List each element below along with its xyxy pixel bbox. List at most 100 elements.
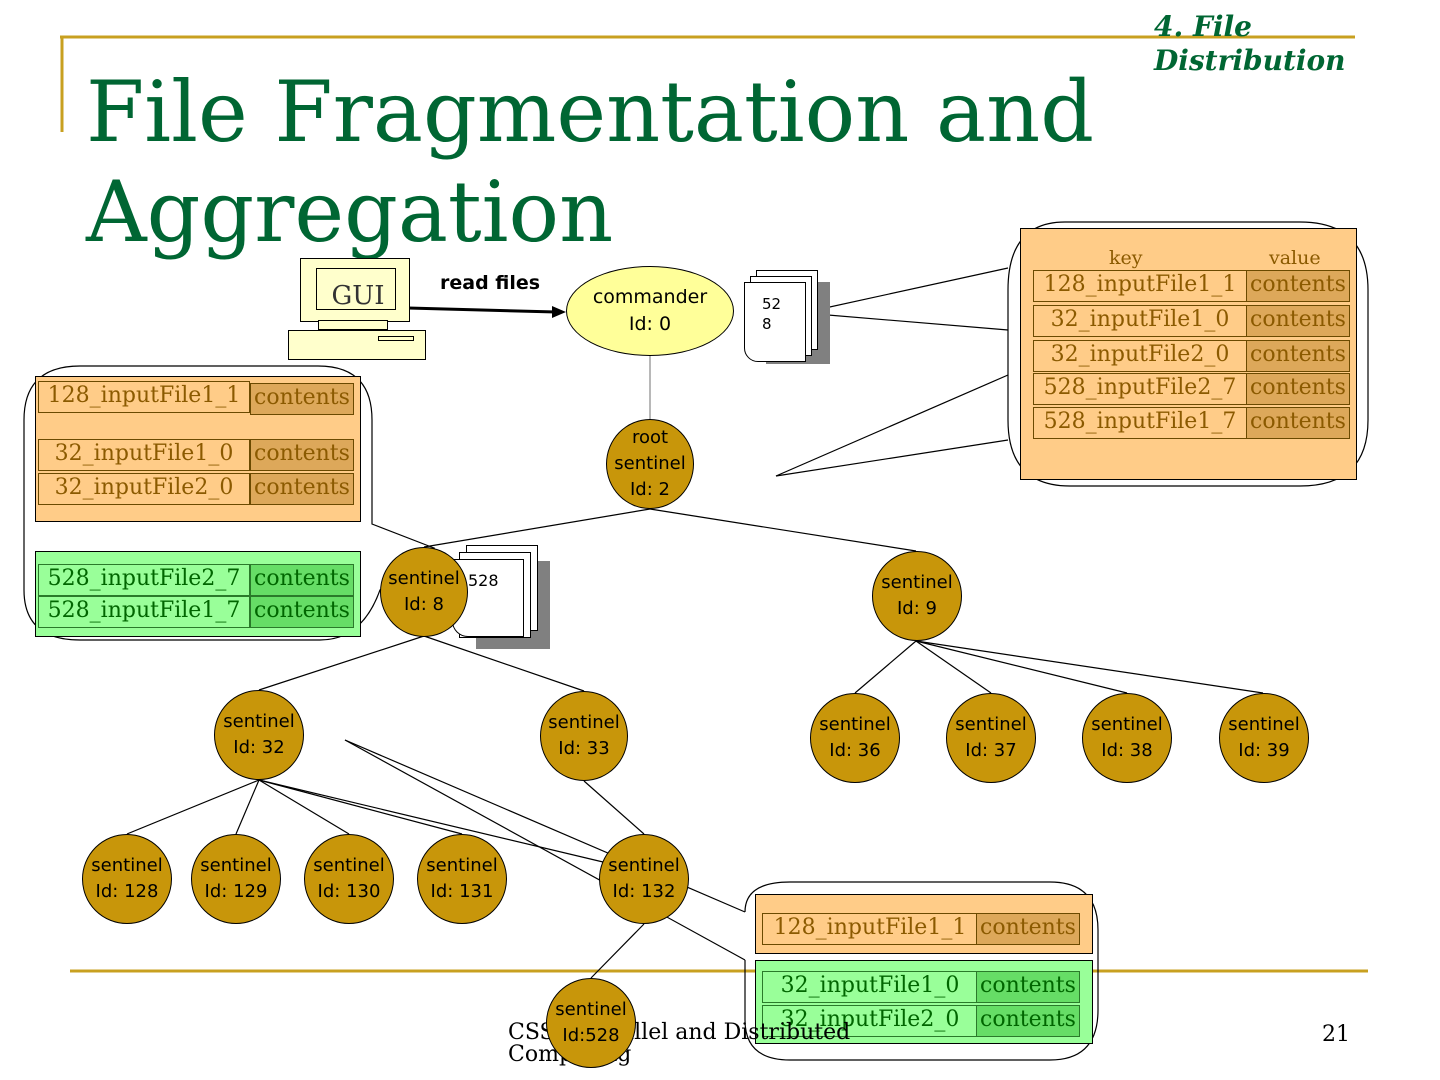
gui-label: GUI <box>331 281 385 311</box>
node-label: sentinel <box>1228 714 1300 735</box>
table-key: 128_inputFile1_1 <box>762 913 978 945</box>
table-key: 32_inputFile1_0 <box>38 439 250 471</box>
file-stack-label: 528 <box>762 295 782 333</box>
computer-icon: GUI <box>288 258 426 360</box>
node-label: sentinel <box>548 712 620 733</box>
node-label: sentinel <box>200 855 272 876</box>
table-key: 528_inputFile2_7 <box>38 564 250 596</box>
table-key: 528_inputFile1_7 <box>1033 407 1247 439</box>
table-key: 32_inputFile2_0 <box>762 1005 978 1037</box>
edge-s32-s128 <box>126 779 260 835</box>
table-key: 32_inputFile1_0 <box>1033 305 1247 337</box>
node-id: Id:528 <box>562 1025 620 1046</box>
edge-root-s9 <box>649 508 917 552</box>
root-sentinel-node[interactable]: root sentinel Id: 2 <box>606 419 694 509</box>
commander-name: commander <box>592 286 708 308</box>
node-id: Id: 129 <box>204 881 268 902</box>
node-id: Id: 130 <box>317 881 381 902</box>
sentinel-node-128[interactable]: sentinel Id: 128 <box>82 834 172 924</box>
sentinel-node-33[interactable]: sentinel Id: 33 <box>540 691 628 781</box>
table-value: contents <box>1246 340 1350 372</box>
node-label: sentinel <box>388 568 460 589</box>
edge-root-s8 <box>423 508 651 548</box>
bottom-green-table: 32_inputFile1_0 contents 32_inputFile2_0… <box>755 960 1093 1044</box>
node-label: sentinel <box>91 855 163 876</box>
section-label: 4. File Distribution <box>1154 10 1346 77</box>
table-key: 32_inputFile2_0 <box>1033 340 1247 372</box>
left-orange-table: 128_inputFile1_1 contents 32_inputFile1_… <box>35 376 361 522</box>
node-label: sentinel <box>1091 714 1163 735</box>
sentinel-node-36[interactable]: sentinel Id: 36 <box>810 693 900 783</box>
commander-callout <box>775 221 1369 487</box>
table-key: 528_inputFile2_7 <box>1033 373 1247 405</box>
node-label: sentinel <box>955 714 1027 735</box>
sentinel-node-132[interactable]: sentinel Id: 132 <box>599 834 689 924</box>
edge-s132-s528 <box>590 923 645 979</box>
edge-s8-s33 <box>423 635 585 692</box>
table-value: contents <box>250 473 354 505</box>
sentinel-node-528[interactable]: sentinel Id:528 <box>546 978 636 1068</box>
sentinel-node-129[interactable]: sentinel Id: 129 <box>191 834 281 924</box>
table-value: contents <box>250 564 354 596</box>
table-value: contents <box>1246 373 1350 405</box>
tree-edges <box>126 508 1264 979</box>
sentinel-node-9[interactable]: sentinel Id: 9 <box>872 551 962 641</box>
node-label: sentinel <box>313 855 385 876</box>
edge-s32-s132 <box>258 779 604 863</box>
table-key: 32_inputFile1_0 <box>762 971 978 1003</box>
node-label: sentinel <box>819 714 891 735</box>
slide-title: File Fragmentation and Aggregation <box>86 63 1094 261</box>
edge-s9-s38 <box>915 640 1128 694</box>
node-id: Id: 33 <box>558 738 610 759</box>
edge-s32-s129 <box>235 779 260 835</box>
sentinel-node-130[interactable]: sentinel Id: 130 <box>304 834 394 924</box>
read-files-label: read files <box>440 272 541 294</box>
node-id: Id: 2 <box>630 479 670 500</box>
node-label: sentinel <box>614 453 686 474</box>
value-header: value <box>1269 247 1321 269</box>
table-value: contents <box>976 913 1080 945</box>
node-label: root <box>631 427 669 448</box>
sentinel-node-39[interactable]: sentinel Id: 39 <box>1219 693 1309 783</box>
edge-s32-s131 <box>258 779 463 835</box>
table-value: contents <box>1246 305 1350 337</box>
node-label: sentinel <box>555 999 627 1020</box>
edge-s33-s132 <box>583 780 645 835</box>
table-value: contents <box>250 596 354 628</box>
table-value: contents <box>250 439 354 471</box>
table-key: 32_inputFile2_0 <box>38 473 250 505</box>
table-value: contents <box>250 383 354 415</box>
node-id: Id: 9 <box>897 598 937 619</box>
table-value: contents <box>1246 407 1350 439</box>
table-value: contents <box>976 1005 1080 1037</box>
sentinel-node-32[interactable]: sentinel Id: 32 <box>214 690 304 780</box>
table-key: 128_inputFile1_1 <box>1033 270 1247 302</box>
sentinel-node-37[interactable]: sentinel Id: 37 <box>946 693 1036 783</box>
file-stack-label: 528 <box>468 571 499 590</box>
table-key: 128_inputFile1_1 <box>38 381 250 413</box>
node-id: Id: 37 <box>965 740 1017 761</box>
sentinel-node-8[interactable]: sentinel Id: 8 <box>380 547 468 637</box>
edge-s8-s32 <box>258 635 425 691</box>
table-value: contents <box>1246 270 1350 302</box>
edge-s9-s37 <box>915 640 992 694</box>
table-value: contents <box>976 971 1080 1003</box>
sentinel-node-38[interactable]: sentinel Id: 38 <box>1082 693 1172 783</box>
node-label: sentinel <box>223 711 295 732</box>
edge-s9-s39 <box>915 640 1264 694</box>
commander-id: Id: 0 <box>628 313 672 335</box>
node-label: sentinel <box>881 572 953 593</box>
node-id: Id: 39 <box>1238 740 1290 761</box>
commander-file-table: key value 128_inputFile1_1 contents 32_i… <box>1020 228 1357 480</box>
sentinel-node-131[interactable]: sentinel Id: 131 <box>417 834 507 924</box>
node-label: sentinel <box>608 855 680 876</box>
file-stack-commander: 528 <box>744 268 834 368</box>
arrow-head <box>552 306 566 318</box>
node-id: Id: 32 <box>233 737 285 758</box>
node-id: Id: 131 <box>430 881 494 902</box>
table-key: 528_inputFile1_7 <box>38 596 250 628</box>
file-stack-sentinel8: 528 <box>452 545 552 651</box>
commander-node[interactable]: commander Id: 0 <box>566 266 734 356</box>
key-header: key <box>1109 247 1143 269</box>
edge-s9-s36 <box>854 640 917 694</box>
